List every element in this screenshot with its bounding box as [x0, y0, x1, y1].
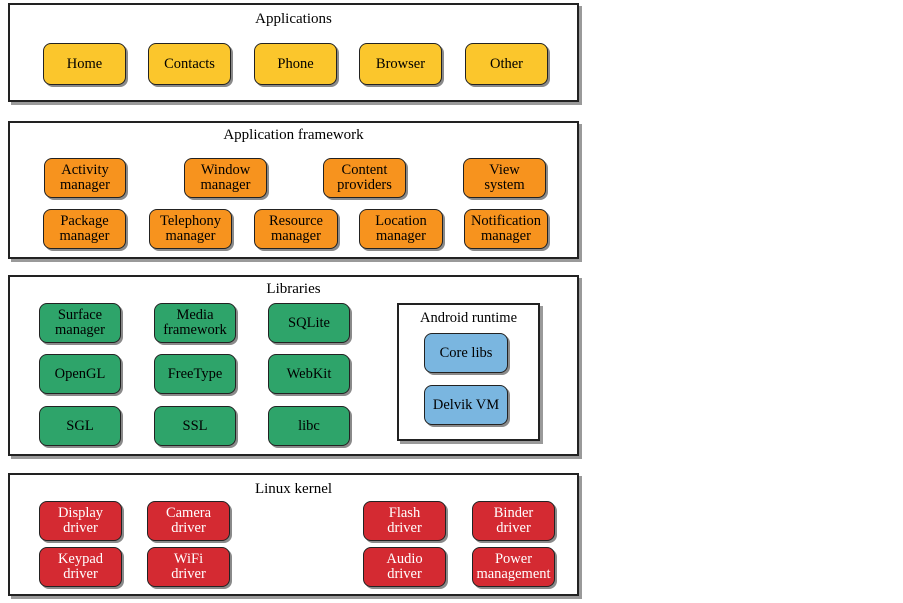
libraries-title: Libraries — [266, 281, 321, 297]
app-other: Other — [465, 43, 548, 85]
lib-surface-manager: Surface manager — [39, 303, 121, 343]
android-runtime-box: Android runtime Core libs Delvik VM — [397, 303, 540, 441]
kernel-display-driver: Display driver — [39, 501, 122, 541]
lib-opengl: OpenGL — [39, 354, 121, 394]
lib-sgl: SGL — [39, 406, 121, 446]
android-runtime-title: Android runtime — [419, 310, 518, 326]
app-phone: Phone — [254, 43, 337, 85]
runtime-core-libs: Core libs — [424, 333, 508, 373]
fw-activity-manager: Activity manager — [44, 158, 126, 198]
lib-freetype: FreeType — [154, 354, 236, 394]
app-browser: Browser — [359, 43, 442, 85]
applications-layer: Applications Home Contacts Phone Browser… — [8, 3, 579, 102]
kernel-audio-driver: Audio driver — [363, 547, 446, 587]
lib-sqlite: SQLite — [268, 303, 350, 343]
kernel-keypad-driver: Keypad driver — [39, 547, 122, 587]
libraries-layer: Libraries Surface manager Media framewor… — [8, 275, 579, 456]
applications-title: Applications — [255, 11, 332, 27]
fw-telephony-manager: Telephony manager — [149, 209, 232, 249]
fw-location-manager: Location manager — [359, 209, 443, 249]
lib-media-framework: Media framework — [154, 303, 236, 343]
kernel-layer: Linux kernel Display driver Camera drive… — [8, 473, 579, 596]
fw-content-providers: Content providers — [323, 158, 406, 198]
lib-libc: libc — [268, 406, 350, 446]
lib-ssl: SSL — [154, 406, 236, 446]
kernel-binder-driver: Binder driver — [472, 501, 555, 541]
framework-title: Application framework — [223, 127, 364, 143]
kernel-title: Linux kernel — [254, 481, 333, 497]
framework-layer: Application framework Activity manager W… — [8, 121, 579, 259]
fw-resource-manager: Resource manager — [254, 209, 338, 249]
kernel-wifi-driver: WiFi driver — [147, 547, 230, 587]
kernel-flash-driver: Flash driver — [363, 501, 446, 541]
kernel-camera-driver: Camera driver — [147, 501, 230, 541]
runtime-delvik-vm: Delvik VM — [424, 385, 508, 425]
kernel-power-management: Power management — [472, 547, 555, 587]
app-contacts: Contacts — [148, 43, 231, 85]
app-home: Home — [43, 43, 126, 85]
fw-notification-manager: Notification manager — [464, 209, 548, 249]
fw-window-manager: Window manager — [184, 158, 267, 198]
lib-webkit: WebKit — [268, 354, 350, 394]
fw-view-system: View system — [463, 158, 546, 198]
fw-package-manager: Package manager — [43, 209, 126, 249]
